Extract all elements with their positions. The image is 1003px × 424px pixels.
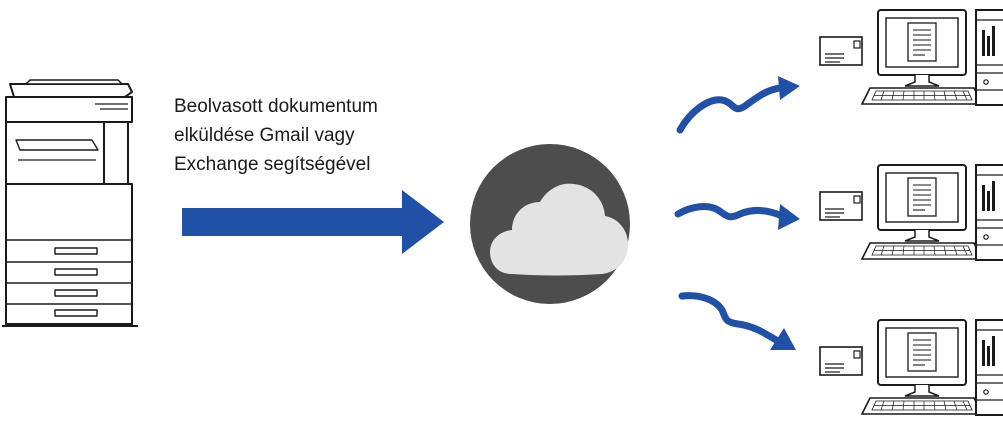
caption-line-2: elküldése Gmail vagy: [174, 125, 355, 146]
send-arrow: [182, 190, 444, 254]
caption-line-3: Exchange segítségével: [174, 154, 371, 175]
computer-mail-icon: [819, 319, 1003, 416]
multifunction-printer-icon: [2, 79, 138, 327]
caption-line-1: Beolvasott dokumentum: [174, 96, 378, 117]
cloud-icon: [470, 144, 630, 304]
distribution-arrows: [674, 76, 800, 350]
computer-mail-icon: [819, 9, 1003, 106]
computer-mail-icon: [819, 164, 1003, 261]
distribution-arrow-middle: [674, 203, 800, 230]
distribution-arrow-bottom: [678, 292, 796, 350]
distribution-arrow-top: [676, 76, 800, 134]
diagram-caption: Beolvasott dokumentum elküldése Gmail va…: [174, 92, 474, 179]
